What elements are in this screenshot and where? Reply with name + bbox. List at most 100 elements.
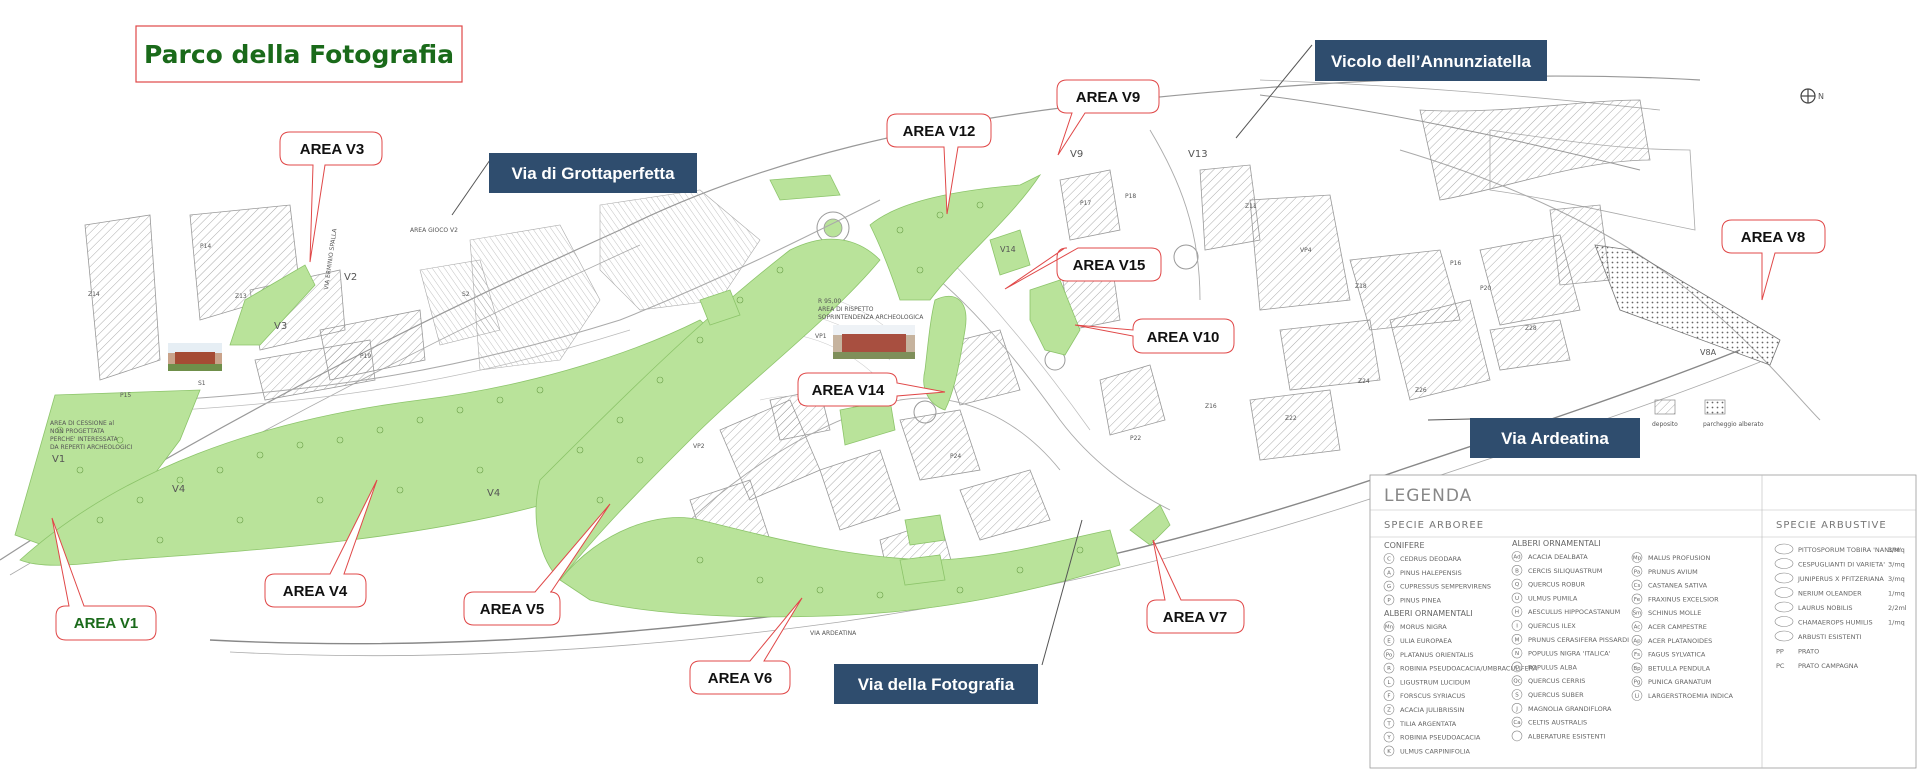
legend-code: U (1515, 596, 1519, 602)
legend-code: N (1515, 651, 1519, 657)
legend-item: ULIA EUROPAEA (1400, 637, 1452, 645)
legend-symbol-icon (1511, 592, 1523, 604)
legend-symbol-icon (1383, 594, 1395, 606)
legend-code: Sm (1633, 611, 1642, 617)
callout-area-v7[interactable]: AREA V7 (1146, 539, 1245, 634)
legend-item: QUERCUS SUBER (1528, 691, 1584, 699)
plan-label: V13 (1188, 149, 1208, 160)
legend-symbol-icon (1383, 621, 1395, 633)
callout-area-v10[interactable]: AREA V10 (1074, 318, 1235, 354)
green-area-v6 (559, 517, 1121, 618)
legend-code: Q (1515, 582, 1520, 588)
callout-area-v3[interactable]: AREA V3 (279, 131, 383, 263)
callout-label: AREA V3 (300, 141, 364, 158)
callout-area-v14[interactable]: AREA V14 (797, 372, 946, 407)
plan-label: VP1 (815, 333, 827, 340)
legend-shrub-icon (1774, 543, 1794, 555)
legend-arbustive-title: SPECIE ARBUSTIVE (1776, 520, 1887, 531)
legend-group-heading: CONIFERE (1384, 541, 1425, 550)
legend-code: Pg (1634, 680, 1641, 686)
plan-label: V8A (1700, 348, 1717, 357)
legend-symbol-icon (1511, 606, 1523, 618)
legend-item: JUNIPERUS X PFITZERIANA (1797, 575, 1884, 583)
legend-symbol-icon (1383, 635, 1395, 646)
legend-item: POPULUS NIGRA 'ITALICA' (1528, 650, 1611, 658)
callout-area-v4[interactable]: AREA V4 (264, 479, 378, 608)
legend-symbol-icon (1511, 716, 1523, 728)
plan-label: R 95,00 (818, 298, 841, 305)
plan-label: P18 (1125, 193, 1136, 200)
street-label-fotografia-box (834, 664, 1038, 704)
callout-area-v12[interactable]: AREA V12 (886, 113, 992, 215)
legend-group-heading: ALBERI ORNAMENTALI (1384, 609, 1473, 618)
legend-code: B (1515, 568, 1519, 574)
legend-item: PRATO (1798, 648, 1819, 656)
building-photo-center (833, 325, 915, 359)
legend-code: Pa (1634, 569, 1640, 575)
legend-qty: 3/mq (1888, 575, 1905, 583)
plan-label: P16 (1450, 260, 1461, 267)
legend-code: Fs (1634, 652, 1640, 658)
street-label-annunziatella-box (1315, 40, 1547, 81)
plan-label: P19 (360, 353, 371, 360)
legend-code: Ac (1634, 625, 1641, 631)
legend-symbol-icon (1631, 676, 1643, 688)
plan-label: AREA GIOCO V2 (410, 227, 458, 234)
legend-symbol-icon (1511, 578, 1523, 590)
park-green-areas (14, 173, 1171, 618)
street-label-ardeatina: Via Ardeatina (1501, 429, 1609, 448)
legend-item: ALBERATURE ESISTENTI (1528, 732, 1605, 740)
callout-area-v5[interactable]: AREA V5 (463, 503, 611, 626)
legend-symbol-icon (1511, 661, 1523, 673)
plan-label: P24 (950, 453, 961, 460)
legend-code: I (1516, 624, 1518, 630)
plan-label: AREA DI CESSIONE al (50, 420, 114, 427)
legend-item: SCHINUS MOLLE (1648, 609, 1701, 617)
legend-item: AESCULUS HIPPOCASTANUM (1528, 608, 1620, 616)
legend-item: PRUNUS AVIUM (1648, 568, 1698, 576)
legend-symbol-icon (1631, 565, 1643, 577)
legend-title: LEGENDA (1384, 486, 1472, 506)
legend-item: CUPRESSUS SEMPERVIRENS (1400, 583, 1491, 591)
plan-label: VP4 (1300, 247, 1312, 254)
legend-code: G (1387, 584, 1391, 590)
legend-item: FAGUS SYLVATICA (1648, 651, 1706, 659)
legend-panel: LEGENDA SPECIE ARBOREE SPECIE ARBUSTIVE … (1369, 474, 1917, 769)
callout-area-v9[interactable]: AREA V9 (1056, 79, 1160, 156)
legend-item: QUERCUS CERRIS (1528, 677, 1585, 685)
legend-code: Mn (1385, 625, 1394, 631)
street-label-ardeatina-box (1470, 418, 1640, 458)
building-photo-left (168, 343, 222, 371)
callout-area-v6[interactable]: AREA V6 (689, 597, 803, 695)
legend-shrub-icon (1774, 558, 1794, 569)
legend-code: M (1515, 637, 1520, 643)
green-area-v3 (229, 264, 316, 346)
callout-area-v8[interactable]: AREA V8 (1721, 219, 1826, 301)
street-label-fotografia: Via della Fotografia (858, 675, 1015, 694)
legend-symbol-icon (1631, 634, 1643, 646)
plan-label: Z28 (1525, 325, 1537, 332)
plan-label: S2 (462, 291, 470, 298)
plan-label: Z18 (1355, 283, 1367, 290)
legend-code: O (1515, 665, 1520, 671)
legend-symbol-icon (1383, 745, 1395, 757)
legend-symbol-icon (1383, 704, 1395, 715)
legend-shrub-icon (1774, 601, 1794, 613)
callout-area-v1[interactable]: AREA V1 (51, 517, 157, 641)
legend-code: Y (1386, 735, 1391, 741)
legend-item: PINUS PINEA (1400, 596, 1441, 604)
plan-label: S1 (198, 380, 206, 387)
callout-area-v15[interactable]: AREA V15 (1004, 247, 1162, 290)
legend-group-heading: ALBERI ORNAMENTALI (1512, 539, 1601, 548)
legend-item: CHAMAEROPS HUMILIS (1798, 619, 1873, 627)
legend-item: ULMUS CARPINIFOLIA (1400, 747, 1470, 755)
legend-item: MALUS PROFUSION (1648, 554, 1711, 562)
green-area-v7 (1129, 504, 1171, 546)
legend-item: LARGERSTROEMIA INDICA (1648, 692, 1734, 700)
legend-item: PRATO CAMPAGNA (1798, 662, 1859, 670)
legend-code: Li (1635, 694, 1640, 700)
plan-label: P15 (120, 392, 131, 399)
legend-symbol-icon (1631, 579, 1643, 591)
plan-label: Z13 (235, 293, 247, 300)
